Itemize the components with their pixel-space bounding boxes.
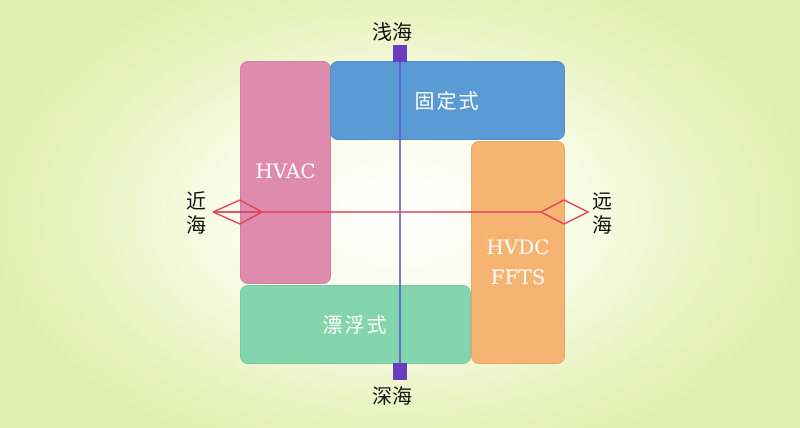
fixed-foundation-region: 固定式 bbox=[330, 61, 565, 140]
floating-foundation-region: 漂浮式 bbox=[240, 285, 471, 364]
hvac-label: HVAC bbox=[255, 159, 316, 183]
far-shore-label: 远 海 bbox=[592, 189, 612, 237]
deep-sea-label: 深海 bbox=[372, 384, 412, 408]
hvdc-ffts-region: HVDC FFTS bbox=[471, 141, 565, 364]
hvdc-label: HVDC FFTS bbox=[486, 235, 550, 289]
floating-label: 漂浮式 bbox=[322, 312, 389, 337]
fixed-label: 固定式 bbox=[414, 88, 481, 113]
near-shore-label: 近 海 bbox=[186, 189, 206, 237]
vertical-axis-bottom-marker bbox=[393, 363, 407, 380]
shallow-sea-label: 浅海 bbox=[372, 20, 412, 44]
vertical-axis-top-marker bbox=[393, 45, 407, 62]
hvac-region: HVAC bbox=[240, 61, 331, 284]
